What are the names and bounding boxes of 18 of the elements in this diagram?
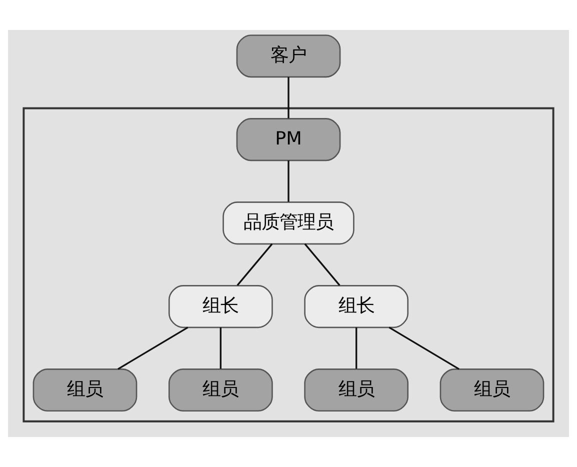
connector	[236, 243, 273, 286]
connector	[355, 327, 358, 369]
cluster	[22, 107, 554, 422]
node-box: 组员	[32, 368, 138, 412]
node-box: 组员	[168, 368, 273, 412]
node-box: 客户	[236, 34, 341, 78]
connector	[288, 76, 290, 118]
node-box: 组长	[168, 285, 273, 328]
connector	[304, 243, 340, 286]
node-box: PM	[236, 118, 341, 162]
node-box: 组长	[304, 285, 409, 328]
connector	[118, 326, 188, 370]
node-box: 组员	[304, 368, 409, 412]
node-box: 品质管理员	[222, 202, 354, 245]
connector	[288, 160, 290, 202]
connector	[220, 327, 222, 369]
node-box: 组员	[440, 368, 544, 412]
connector	[388, 326, 460, 370]
